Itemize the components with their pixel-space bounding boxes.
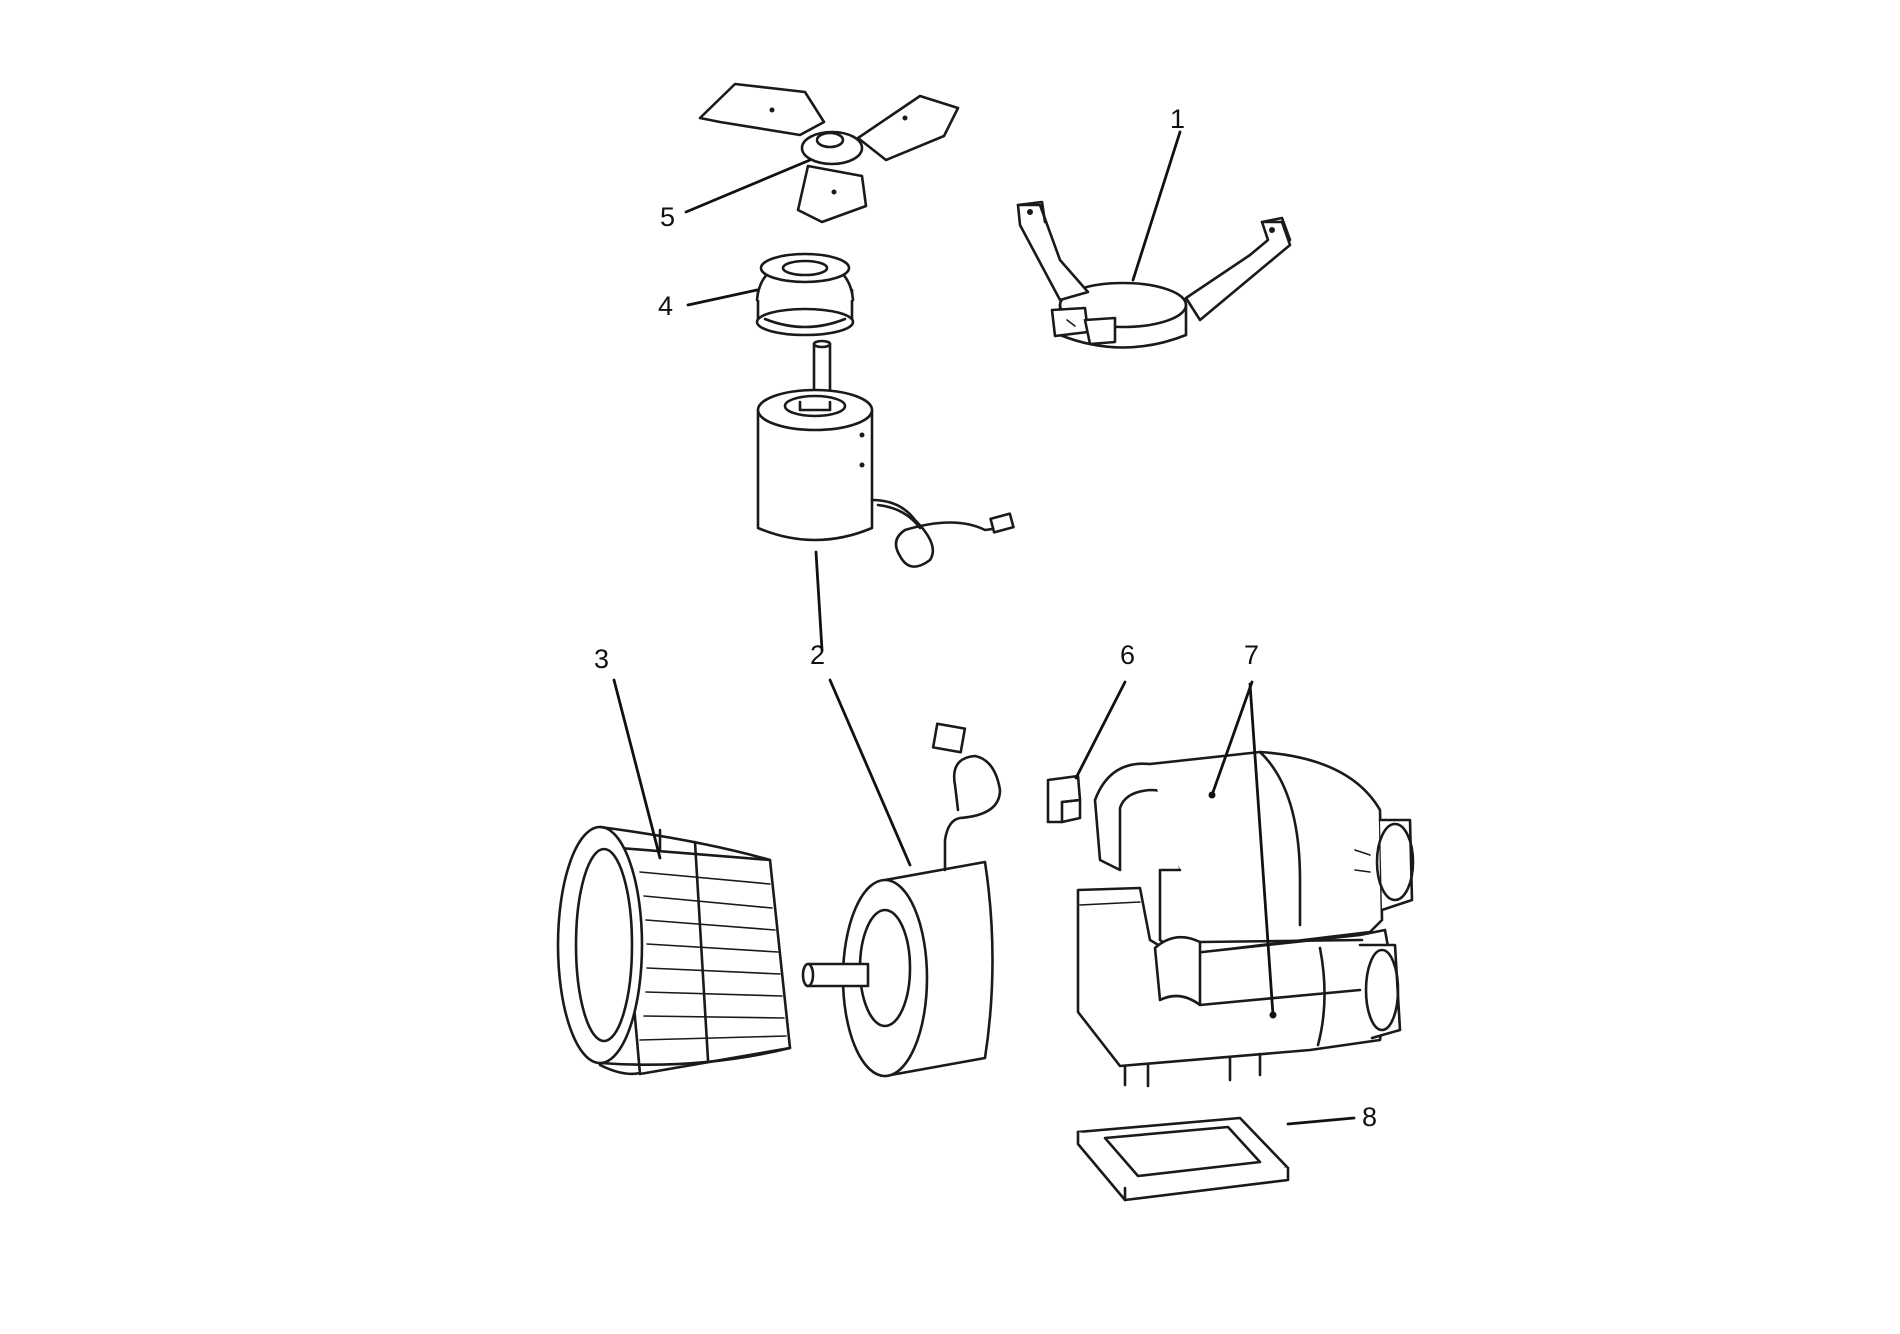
callout-4: 4 [658,291,673,321]
leader-2-lower [828,678,912,867]
leader-2-upper [814,550,824,652]
callout-8: 8 [1362,1102,1377,1132]
callout-labels: 1 2 3 4 5 6 7 8 [594,104,1377,1132]
leader-7-a [1210,680,1254,797]
leader-5 [684,158,812,214]
blower-wheel-part [556,825,792,1076]
callout-2: 2 [810,640,825,670]
upper-motor-part [756,339,1015,568]
clip-part [1046,774,1082,824]
leader-7-b [1248,682,1275,1017]
blower-housing-lower [1076,886,1402,1088]
callout-6: 6 [1120,640,1135,670]
callout-5: 5 [660,202,675,232]
leader-3 [612,678,662,860]
callout-3: 3 [594,644,609,674]
leader-1 [1131,130,1182,282]
mounting-bracket-part [1016,200,1292,349]
fan-blade-part [698,82,960,224]
filter-frame-part [1076,1116,1290,1202]
motor-cap-part [755,252,855,337]
leader-6 [1074,680,1127,780]
callout-7: 7 [1244,640,1259,670]
blower-housing-upper [1093,750,1415,957]
leader-4 [686,288,759,307]
callout-1: 1 [1170,104,1185,134]
leader-8 [1286,1116,1356,1126]
leader-lines [612,130,1356,1126]
lower-motor-part [801,722,1002,1078]
